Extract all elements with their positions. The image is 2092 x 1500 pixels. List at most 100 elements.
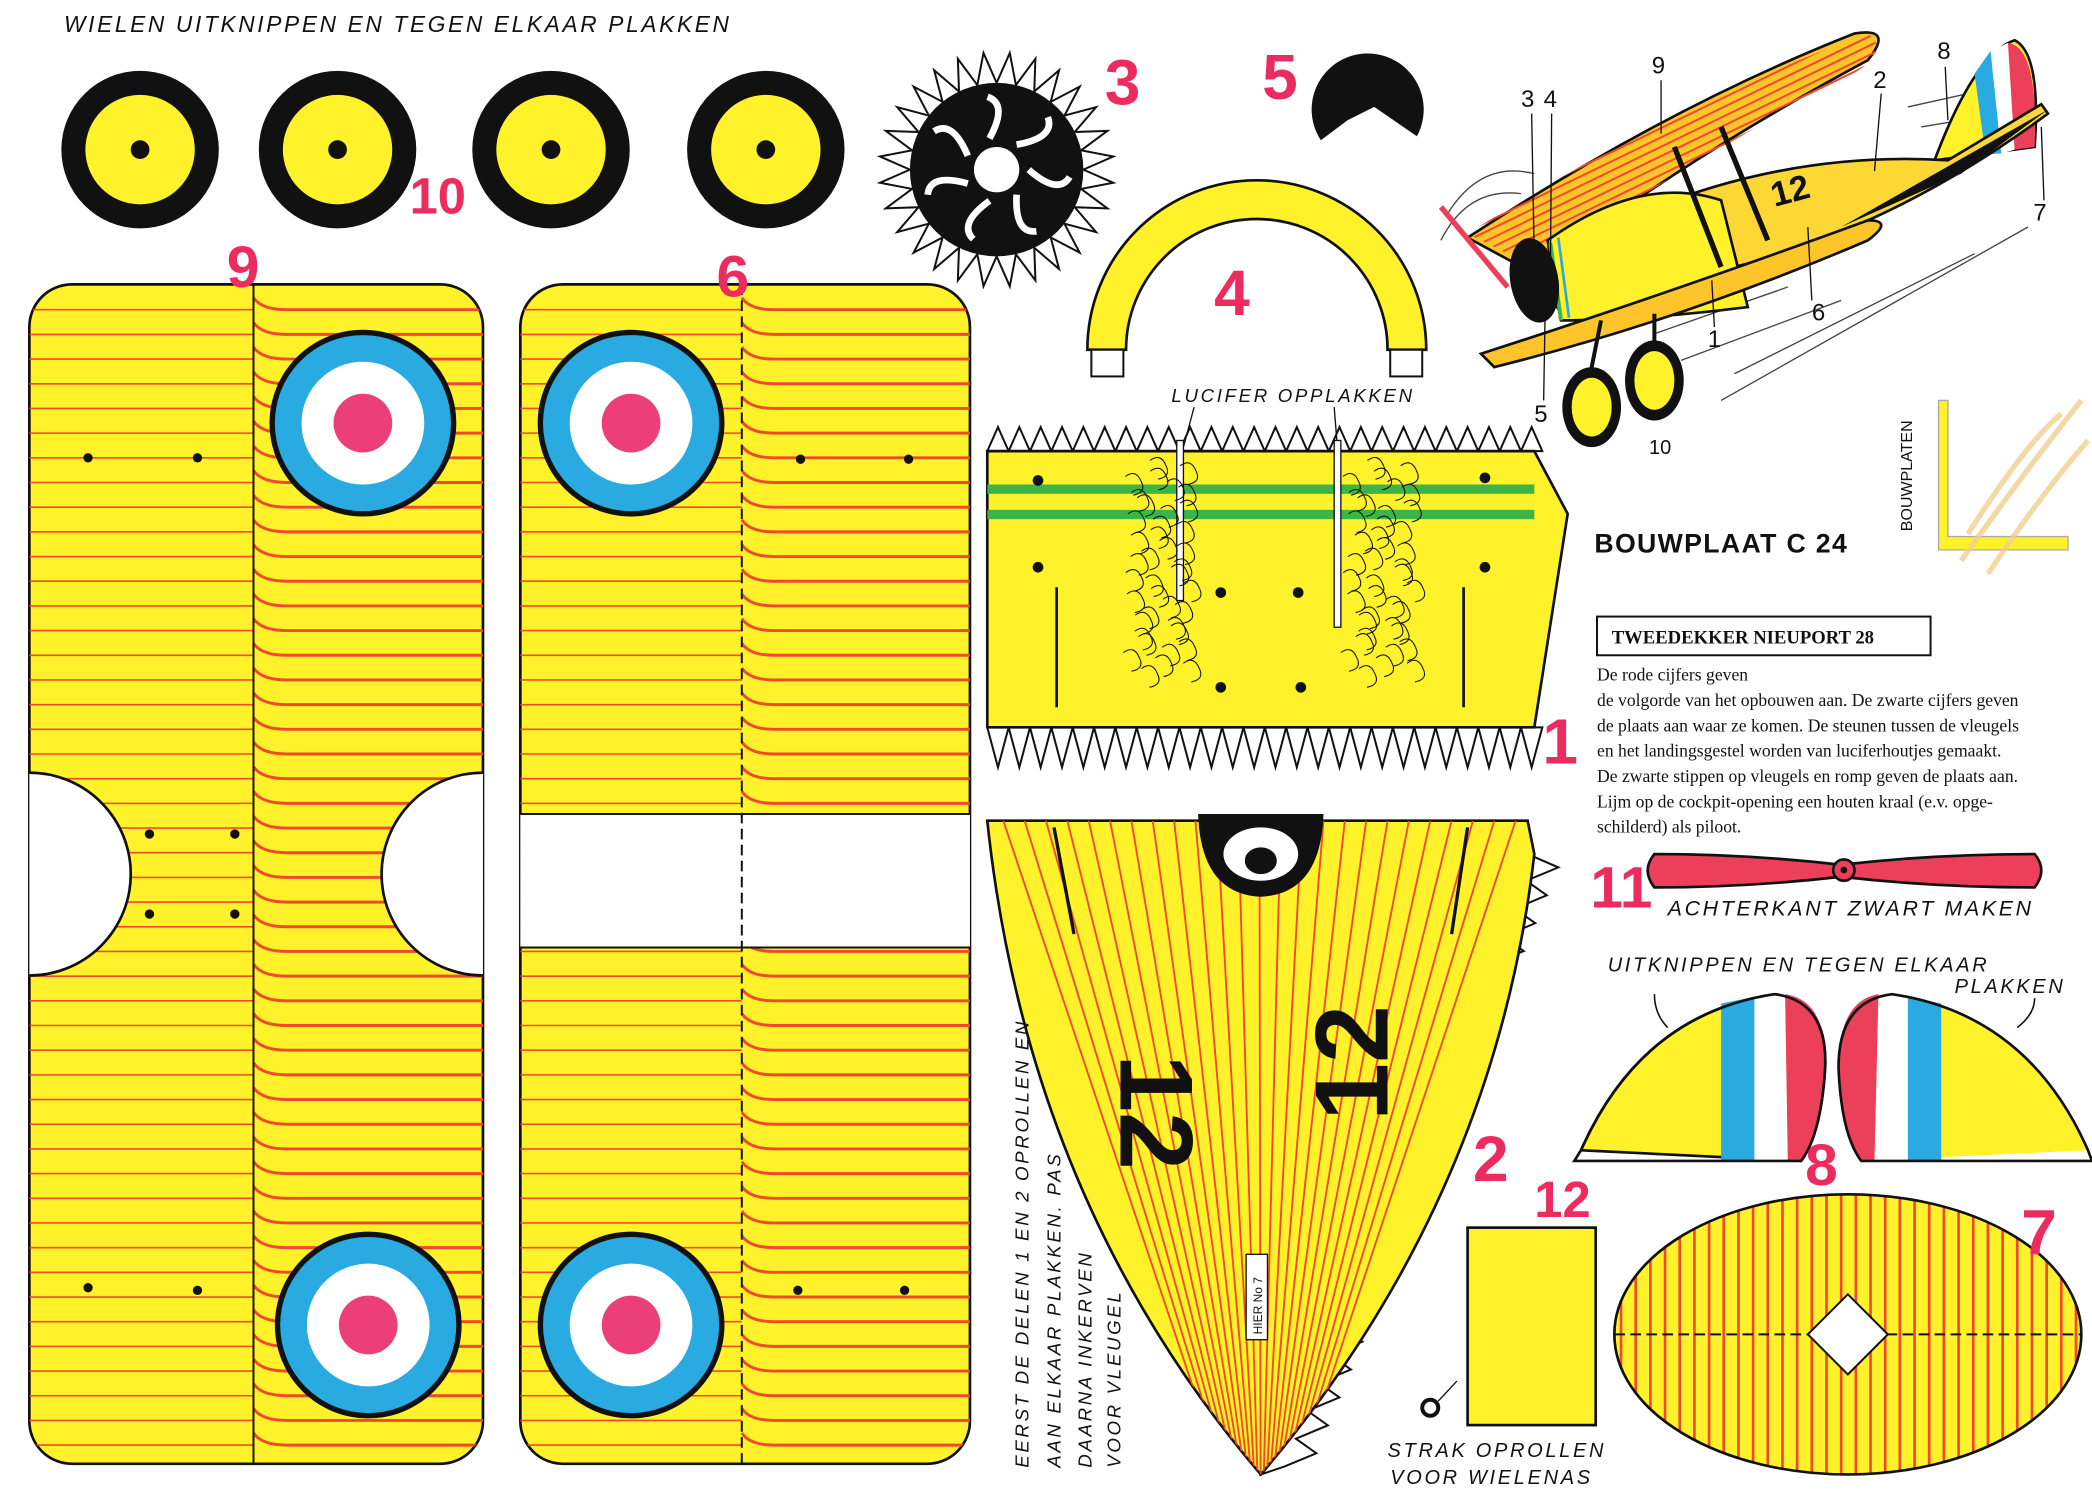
description-line: Lijm op de cockpit-opening een houten kr…	[1597, 791, 1993, 811]
stripe-line	[1285, 820, 1432, 1475]
roundel	[269, 329, 457, 517]
scribble	[1138, 633, 1157, 656]
part-number-2: 2	[1473, 1123, 1509, 1195]
scribble	[1373, 467, 1393, 491]
part-number-7: 7	[2021, 1196, 2057, 1268]
part-number-9: 9	[227, 235, 260, 300]
achterkant-label: ACHTERKANT ZWART MAKEN	[1666, 896, 2034, 920]
stripe-line	[1151, 820, 1246, 1475]
wheel	[258, 70, 417, 229]
part-number-11: 11	[1590, 855, 1652, 920]
scribble	[1150, 467, 1169, 491]
engine-part	[876, 49, 1117, 290]
rib-line	[252, 1086, 483, 1102]
rib-line	[740, 420, 970, 435]
scribble	[1385, 643, 1404, 667]
rudder-part-right	[1837, 992, 2092, 1163]
propeller-part	[1646, 852, 2043, 889]
rib-line	[740, 321, 970, 336]
rib-line	[740, 987, 970, 1003]
scribble	[1394, 558, 1413, 582]
scribble	[1400, 462, 1419, 486]
scribble	[1367, 456, 1386, 480]
scribble	[1385, 617, 1404, 640]
rib-line	[740, 593, 970, 608]
rib-line	[740, 1432, 970, 1447]
diagram-label-5: 5	[1534, 401, 1547, 428]
rib-line	[740, 1037, 970, 1052]
description-line: De rode cijfers geven	[1597, 665, 1748, 685]
scribble	[1340, 649, 1359, 672]
scribble	[1179, 499, 1199, 523]
stripe-line	[1237, 820, 1259, 1475]
stripe-line	[1002, 820, 1224, 1475]
rib-line	[252, 1234, 483, 1250]
stripe-line	[1467, 33, 1877, 248]
scribble	[1342, 569, 1362, 592]
scribble	[1145, 574, 1164, 598]
rib-line	[252, 741, 483, 756]
stripe-line	[1294, 820, 1496, 1475]
rib-line	[740, 1160, 970, 1176]
rib-line	[252, 1210, 483, 1225]
stripe-line	[1173, 820, 1249, 1475]
rib-line	[252, 494, 483, 509]
rib-line	[740, 617, 970, 633]
rib-line	[740, 765, 970, 781]
scribble	[1160, 504, 1179, 528]
scribble	[1170, 563, 1190, 587]
rib-line	[252, 1037, 483, 1052]
diagram-label-6: 6	[1812, 299, 1825, 326]
rib-line	[252, 321, 483, 336]
scribble	[1348, 488, 1367, 512]
scribble	[1123, 649, 1142, 672]
scribble	[1342, 472, 1361, 496]
rib-line	[252, 667, 483, 682]
rib-line	[252, 864, 483, 879]
rib-line	[740, 296, 970, 312]
rib-line	[252, 1160, 483, 1176]
instruction-line: AAN ELKAAR PLAKKEN. PAS	[1044, 1152, 1065, 1469]
stripe-line	[1066, 820, 1233, 1475]
scribble	[1161, 643, 1181, 667]
rib-line	[740, 691, 970, 707]
scribble	[1178, 638, 1198, 662]
diagram-label-3: 3	[1521, 86, 1534, 113]
rib-line	[252, 1259, 483, 1274]
scribble	[1348, 510, 1367, 534]
assembly-instruction: EERST DE DELEN 1 EN 2 OPROLLEN EN AAN EL…	[1012, 1019, 1125, 1469]
stripe-line	[1130, 820, 1243, 1475]
diagram-label-2: 2	[1873, 67, 1886, 94]
rib-line	[740, 346, 970, 361]
rib-line	[740, 1012, 970, 1027]
instruction-line: EERST DE DELEN 1 EN 2 OPROLLEN EN	[1012, 1019, 1033, 1468]
scribble	[1406, 659, 1426, 683]
stripe-line	[1272, 820, 1346, 1475]
stripe-line	[1087, 820, 1236, 1475]
diagram-label-4: 4	[1544, 86, 1557, 113]
scribble	[1347, 590, 1366, 614]
wheels	[61, 70, 845, 229]
part-number-5: 5	[1262, 41, 1298, 113]
rib-line	[252, 815, 483, 830]
scribble	[1162, 595, 1181, 619]
rib-line	[252, 1061, 483, 1077]
rib-line	[252, 1382, 483, 1398]
instruction-line: DAARNA INKERVEN	[1074, 1250, 1095, 1467]
scribble	[1126, 590, 1146, 614]
rib-line	[740, 518, 970, 534]
scribble	[1358, 611, 1377, 635]
scribble	[1394, 563, 1414, 587]
rib-line	[252, 593, 483, 608]
description-line: de volgorde van het opbouwen aan. De zwa…	[1597, 690, 2019, 710]
rib-line	[252, 913, 483, 929]
stripe-line	[1298, 820, 1517, 1475]
rib-line	[252, 543, 483, 559]
scribble	[1358, 627, 1377, 651]
cylinder-fin	[1026, 167, 1073, 189]
stripe-line	[1215, 820, 1256, 1475]
subtitle-box	[1596, 615, 1932, 657]
stripe-line	[1045, 820, 1230, 1475]
rib-line	[252, 716, 483, 731]
scribble	[1392, 601, 1411, 624]
